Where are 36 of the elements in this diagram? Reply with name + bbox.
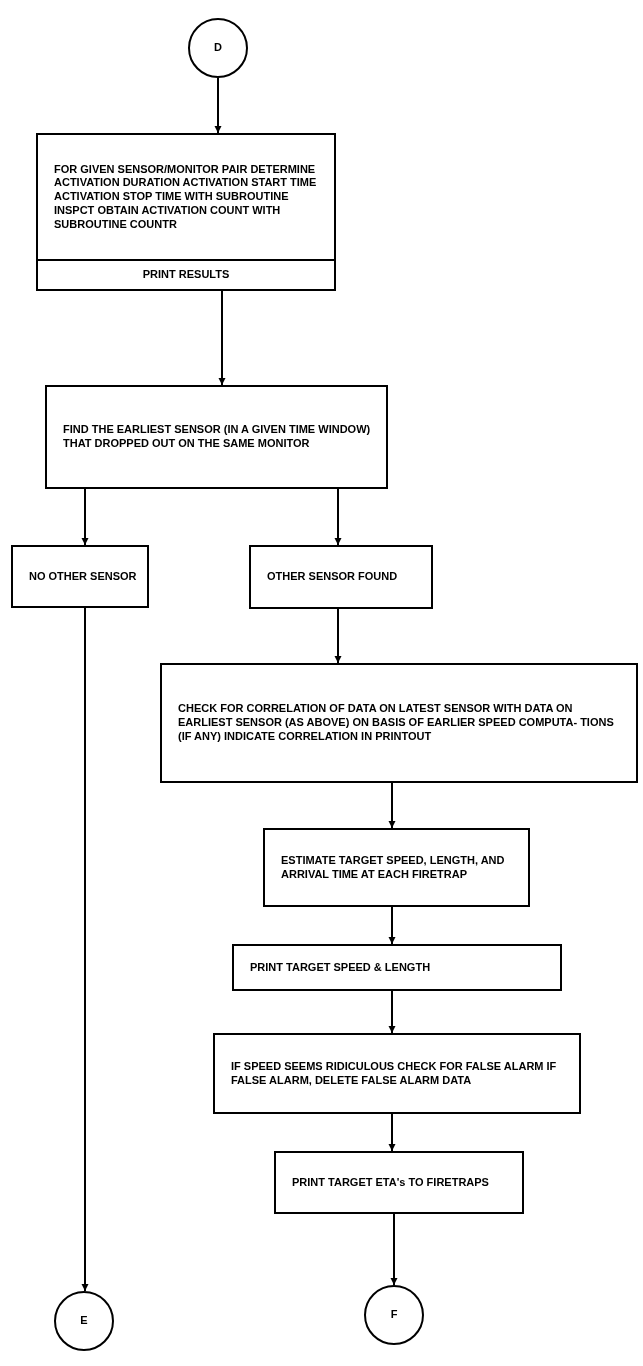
process-box [249, 545, 433, 609]
step-text: E [80, 1314, 88, 1328]
arrow [388, 1113, 396, 1152]
process-box [213, 1033, 581, 1114]
connector-circle [364, 1285, 424, 1345]
arrow [388, 990, 396, 1034]
arrow [214, 77, 222, 134]
process-box [45, 385, 388, 489]
step-text: CHECK FOR CORRELATION OF DATA ON LATEST SENSOR WITH DATA ON EARLIEST SENSOR (AS ABOVE) ON BASIS OF EARLIER SPEED COMPUTA- TIONS (IF ANY) INDICATE CORRELATION IN PRINTOUT [177, 701, 615, 744]
arrow [388, 906, 396, 945]
arrow [388, 782, 396, 829]
arrow [81, 607, 89, 1292]
arrow [334, 488, 342, 546]
arrow [390, 1213, 398, 1286]
step-text: FIND THE EARLIEST SENSOR (IN A GIVEN TIME WINDOW) THAT DROPPED OUT ON THE SAME MONITOR [62, 422, 372, 451]
step-text: ESTIMATE TARGET SPEED, LENGTH, AND ARRIVAL TIME AT EACH FIRETRAP [280, 852, 506, 882]
process-box [274, 1151, 524, 1214]
step-text: IF SPEED SEEMS RIDICULOUS CHECK FOR FALSE ALARM IF FALSE ALARM, DELETE FALSE ALARM DATA [230, 1058, 558, 1088]
process-box [36, 133, 336, 291]
step-text: OTHER SENSOR FOUND [266, 569, 399, 585]
step-text: F [390, 1308, 398, 1322]
sub-step-text: PRINT RESULTS [38, 259, 334, 289]
process-box [232, 944, 562, 991]
connector-circle [54, 1291, 114, 1351]
arrow [81, 488, 89, 546]
step-text: PRINT TARGET ETA's TO FIRETRAPS [291, 1174, 490, 1190]
step-text: FOR GIVEN SENSOR/MONITOR PAIR DETERMINE ACTIVATION DURATION ACTIVATION START TIME ACTIVATION STOP TIME WITH SUBROUTINE INSPCT OBTAIN ACTIVATION COUNT WITH SUBROUTINE COUNTR [53, 161, 318, 232]
process-box [263, 828, 530, 907]
process-box [11, 545, 149, 608]
step-text: PRINT TARGET SPEED & LENGTH [249, 959, 432, 975]
step-text: D [214, 41, 222, 55]
arrow [334, 608, 342, 664]
arrow [218, 290, 226, 386]
process-box [160, 663, 638, 783]
connector-circle [188, 18, 248, 78]
step-text: NO OTHER SENSOR [28, 568, 138, 584]
